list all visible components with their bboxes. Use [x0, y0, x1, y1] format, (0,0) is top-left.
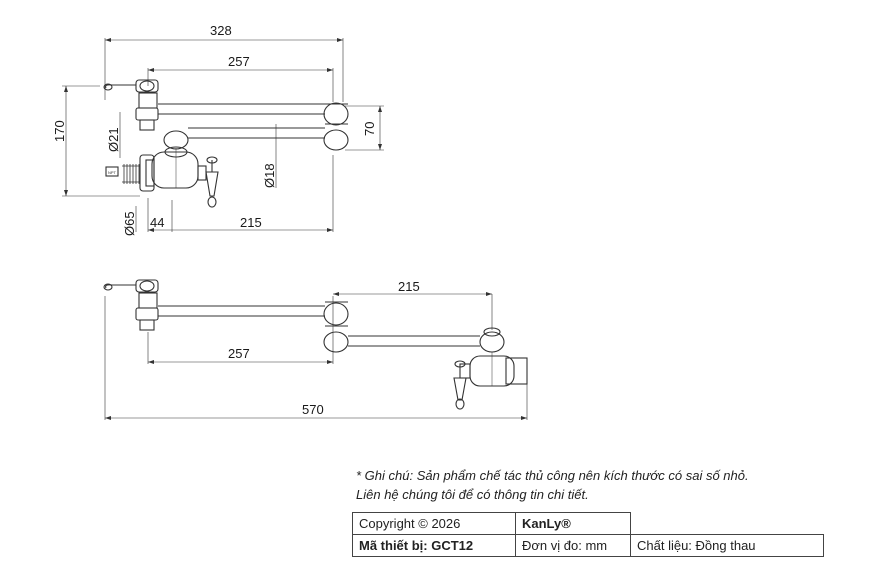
- dim-side-328: 328: [210, 23, 232, 38]
- top-arrows: [105, 292, 527, 420]
- dim-side-170: 170: [52, 120, 67, 142]
- dim-side-dia18: Ø18: [262, 163, 277, 188]
- dim-side-70: 70: [362, 122, 377, 136]
- model-cell: Mã thiết bị: GCT12: [352, 534, 516, 557]
- empty-cell: [630, 512, 823, 535]
- dim-side-44: 44: [150, 215, 164, 230]
- dim-side-dia21: Ø21: [106, 127, 121, 152]
- note-line-1: * Ghi chú: Sản phẩm chế tác thủ công nên…: [356, 468, 749, 483]
- dim-top-215: 215: [398, 279, 420, 294]
- dim-top-257: 257: [228, 346, 250, 361]
- unit-cell: Đơn vị đo: mm: [515, 534, 631, 557]
- side-view: [62, 38, 384, 232]
- dim-side-dia65: Ø65: [122, 211, 137, 236]
- thread-npt-label: NPT: [108, 170, 117, 175]
- dim-side-257: 257: [228, 54, 250, 69]
- brand-cell: KanLy®: [515, 512, 631, 535]
- dim-side-215: 215: [240, 215, 262, 230]
- side-arrows: [64, 38, 382, 232]
- copyright-cell: Copyright © 2026: [352, 512, 516, 535]
- material-cell: Chất liệu: Đồng thau: [630, 534, 824, 557]
- note-line-2: Liên hệ chúng tôi để có thông tin chi ti…: [356, 487, 589, 502]
- top-view: [103, 279, 528, 420]
- title-block: Copyright © 2026 KanLy® Mã thiết bị: GCT…: [352, 512, 824, 557]
- dim-top-570: 570: [302, 402, 324, 417]
